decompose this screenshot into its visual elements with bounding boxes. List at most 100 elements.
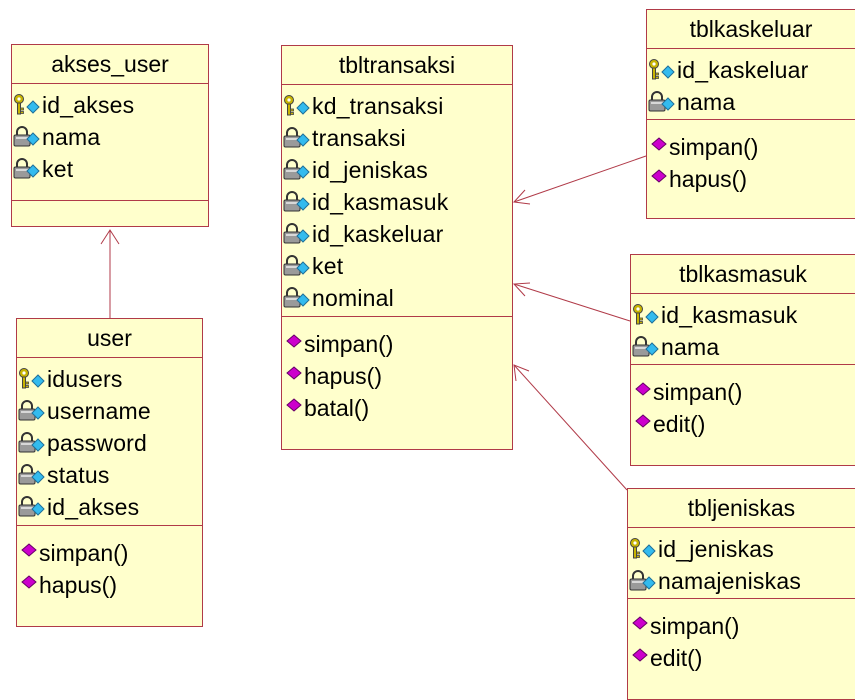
lock-icon [18, 432, 45, 453]
operation-label: hapus() [669, 165, 747, 192]
attribute-label: kd_transaksi [312, 92, 444, 119]
attribute[interactable]: nama [647, 86, 855, 118]
operation-label: simpan() [650, 612, 740, 639]
tblkaskeluar-to-tbltransaksi-association [513, 155, 647, 203]
operation-label: simpan() [39, 539, 129, 566]
primary-key-attribute[interactable]: kd_transaksi [282, 90, 512, 122]
attribute-label: id_jeniskas [312, 156, 428, 183]
key-icon [19, 368, 45, 389]
attribute[interactable]: username [17, 395, 202, 427]
attribute[interactable]: id_akses [17, 491, 202, 523]
operation[interactable]: simpan() [17, 537, 202, 569]
attribute[interactable]: nama [631, 331, 855, 363]
operation-icon [635, 382, 651, 396]
attribute-label: id_kasmasuk [312, 188, 449, 215]
attribute-label: id_kasmasuk [661, 301, 798, 328]
section-divider [17, 525, 202, 526]
operation-label: hapus() [304, 362, 382, 389]
operation-label: simpan() [669, 133, 759, 160]
lock-icon [283, 255, 310, 276]
operation[interactable]: simpan() [647, 131, 855, 163]
lock-icon [632, 336, 659, 357]
attribute-label: nama [661, 333, 720, 360]
attribute[interactable]: status [17, 459, 202, 491]
primary-key-attribute[interactable]: id_kasmasuk [631, 299, 855, 331]
primary-key-attribute[interactable]: id_jeniskas [628, 533, 855, 565]
attribute[interactable]: id_jeniskas [282, 154, 512, 186]
operation-section: simpan() hapus() [17, 537, 202, 601]
attribute-label: nominal [312, 284, 394, 311]
operation[interactable]: simpan() [631, 376, 855, 408]
lock-icon [648, 91, 675, 112]
operation-label: edit() [653, 410, 706, 437]
operation-label: batal() [304, 394, 370, 421]
lock-icon [283, 127, 310, 148]
attribute-label: status [47, 461, 110, 488]
operation[interactable]: batal() [282, 392, 512, 424]
attribute[interactable]: id_kasmasuk [282, 186, 512, 218]
operation[interactable]: simpan() [628, 610, 855, 642]
section-divider [628, 598, 855, 599]
class-name: tblkasmasuk [631, 255, 855, 294]
tbljeniskas-to-tbltransaksi-association [513, 364, 628, 491]
attribute-label: id_kaskeluar [312, 220, 444, 247]
section-divider [647, 119, 855, 120]
attribute-label: ket [312, 252, 344, 279]
tbljeniskas-to-tbltransaksi-arrowhead [513, 364, 530, 382]
operation[interactable]: simpan() [282, 328, 512, 360]
lock-icon [629, 570, 656, 591]
key-icon [649, 59, 675, 80]
class-name: akses_user [12, 45, 208, 84]
operation[interactable]: hapus() [17, 569, 202, 601]
key-icon [633, 304, 659, 325]
operation-section: simpan() hapus() [647, 131, 855, 195]
lock-icon [283, 191, 310, 212]
attribute[interactable]: password [17, 427, 202, 459]
operation[interactable]: edit() [631, 408, 855, 440]
attribute[interactable]: namajeniskas [628, 565, 855, 597]
section-divider [282, 316, 512, 317]
tblkaskeluar-to-tbltransaksi-arrowhead [512, 189, 531, 205]
operation-section: simpan() edit() [628, 610, 855, 674]
attribute-label: idusers [47, 365, 123, 392]
attribute[interactable]: nama [12, 121, 208, 153]
lock-icon [18, 400, 45, 421]
operation-icon [21, 543, 37, 557]
operation-label: simpan() [304, 330, 394, 357]
tblkasmasuk-to-tbltransaksi-association [513, 283, 631, 322]
operation-icon [632, 616, 648, 630]
key-icon [630, 538, 656, 559]
operation[interactable]: hapus() [282, 360, 512, 392]
class-name: tbltransaksi [282, 46, 512, 85]
primary-key-attribute[interactable]: id_kaskeluar [647, 54, 855, 86]
lock-icon [18, 496, 45, 517]
attribute[interactable]: transaksi [282, 122, 512, 154]
attribute-label: namajeniskas [658, 567, 802, 594]
operation[interactable]: hapus() [647, 163, 855, 195]
attribute[interactable]: nominal [282, 282, 512, 314]
attribute[interactable]: ket [282, 250, 512, 282]
operation-icon [651, 169, 667, 183]
attribute-label: id_akses [42, 91, 135, 118]
lock-icon [13, 126, 40, 147]
primary-key-attribute[interactable]: idusers [17, 363, 202, 395]
lock-icon [283, 287, 310, 308]
primary-key-attribute[interactable]: id_akses [12, 89, 208, 121]
operation-icon [635, 414, 651, 428]
attribute[interactable]: id_kaskeluar [282, 218, 512, 250]
operation[interactable]: edit() [628, 642, 855, 674]
attribute[interactable]: ket [12, 153, 208, 185]
